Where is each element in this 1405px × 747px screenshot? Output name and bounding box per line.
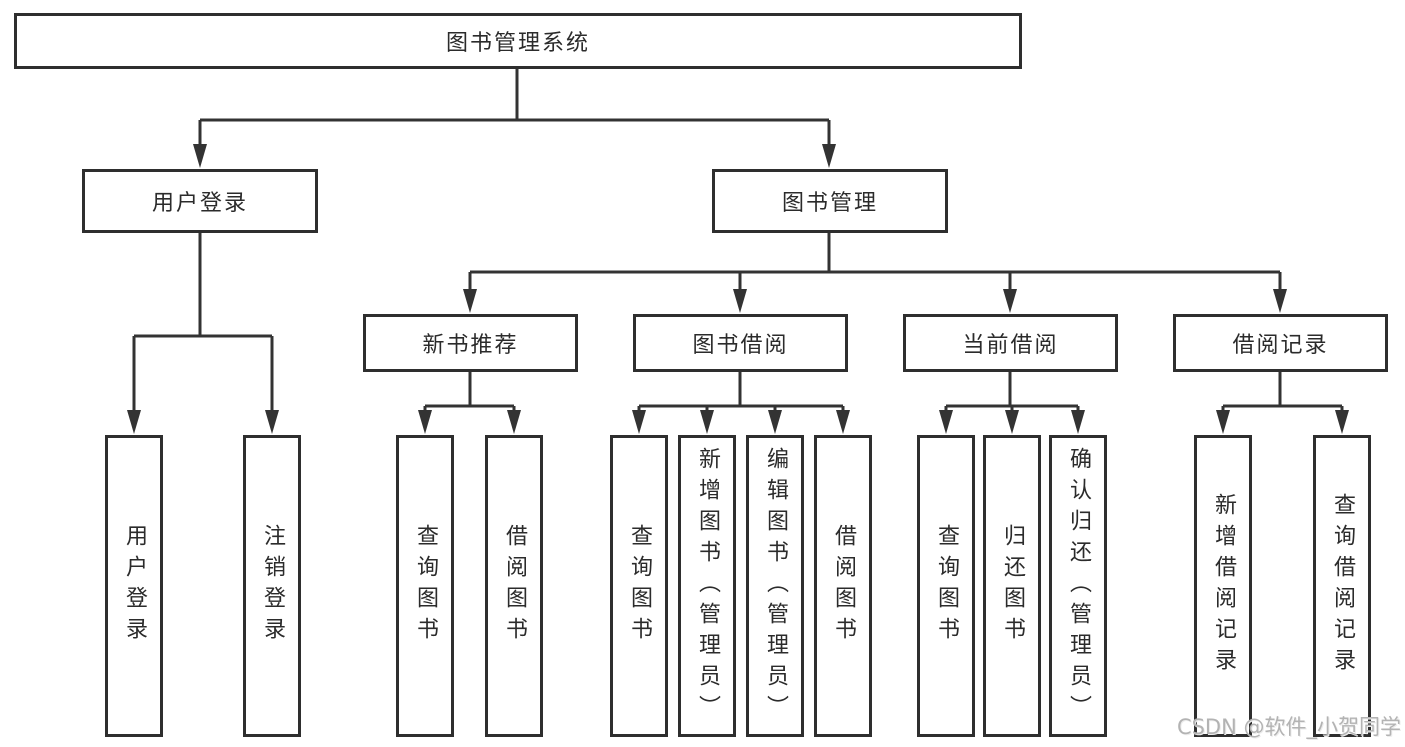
connector-root-to-level2 — [198, 69, 831, 150]
node-label: 图书管理 — [781, 191, 878, 216]
node-label: 借阅图书 — [831, 524, 856, 648]
leaf-current-query-books: 查询图书 — [917, 435, 975, 737]
arrowhead-icon — [1003, 289, 1017, 313]
leaf-newbooks-query-books: 查询图书 — [396, 435, 454, 737]
arrowhead-icon — [632, 410, 646, 434]
node-label: 当前借阅 — [962, 333, 1059, 358]
arrowhead-icon — [733, 289, 747, 313]
arrowhead-icon — [1273, 289, 1287, 313]
node-book-mgmt: 图书管理 — [712, 169, 948, 233]
connector-borrowrecords-to-leaves — [1221, 372, 1344, 418]
connector-userlogin-to-leaves — [132, 233, 274, 418]
leaf-current-return-books: 归还图书 — [983, 435, 1041, 737]
node-label: 查询图书 — [627, 524, 652, 648]
node-label: 新增借阅记录 — [1211, 493, 1236, 679]
connector-bookborrow-to-leaves — [637, 372, 845, 418]
connector-bookmgmt-to-level3 — [468, 233, 1282, 295]
node-label: 借阅记录 — [1232, 333, 1329, 358]
node-label: 用户登录 — [151, 191, 248, 216]
arrowhead-icon — [193, 144, 207, 168]
arrowhead-icon — [768, 410, 782, 434]
node-book-borrow: 图书借阅 — [633, 314, 848, 372]
node-label: 借阅图书 — [502, 524, 527, 648]
leaf-borrow-add-books-admin: 新增图书（管理员） — [678, 435, 736, 737]
leaf-records-add-record: 新增借阅记录 — [1194, 435, 1252, 737]
node-new-books: 新书推荐 — [363, 314, 578, 372]
leaf-current-confirm-return-admin: 确认归还（管理员） — [1049, 435, 1107, 737]
arrowhead-icon — [463, 289, 477, 313]
leaf-newbooks-borrow-books: 借阅图书 — [485, 435, 543, 737]
arrowhead-icon — [265, 410, 279, 434]
node-root: 图书管理系统 — [14, 13, 1022, 69]
node-label: 注销登录 — [260, 524, 285, 648]
arrowhead-icons — [127, 144, 1349, 434]
leaf-borrow-query-books: 查询图书 — [610, 435, 668, 737]
node-borrow-records: 借阅记录 — [1173, 314, 1388, 372]
node-label: 确认归还（管理员） — [1066, 446, 1091, 726]
node-label: 编辑图书（管理员） — [763, 446, 788, 726]
leaf-borrow-borrow-books: 借阅图书 — [814, 435, 872, 737]
node-label: 查询图书 — [413, 524, 438, 648]
arrowhead-icon — [1216, 410, 1230, 434]
connector-newbooks-to-leaves — [423, 372, 516, 418]
csdn-watermark: CSDN @软件_小贺同学 — [1176, 715, 1401, 739]
node-label: 用户登录 — [122, 524, 147, 648]
arrowhead-icon — [939, 410, 953, 434]
node-label: 图书管理系统 — [445, 31, 590, 56]
arrowhead-icon — [1005, 410, 1019, 434]
arrowhead-icon — [822, 144, 836, 168]
node-label: 新书推荐 — [422, 333, 519, 358]
arrowhead-icon — [1335, 410, 1349, 434]
arrowhead-icon — [127, 410, 141, 434]
arrowhead-icon — [836, 410, 850, 434]
node-label: 图书借阅 — [692, 333, 789, 358]
arrowhead-icon — [1071, 410, 1085, 434]
node-label: 归还图书 — [1000, 524, 1025, 648]
node-current-borrow: 当前借阅 — [903, 314, 1118, 372]
node-label: 查询图书 — [934, 524, 959, 648]
node-label: 新增图书（管理员） — [695, 446, 720, 726]
arrowhead-icon — [418, 410, 432, 434]
node-label: 查询借阅记录 — [1330, 493, 1355, 679]
node-user-login: 用户登录 — [82, 169, 318, 233]
leaf-borrow-edit-books-admin: 编辑图书（管理员） — [746, 435, 804, 737]
leaf-logout: 注销登录 — [243, 435, 301, 737]
arrowhead-icon — [700, 410, 714, 434]
leaf-records-query-record: 查询借阅记录 — [1313, 435, 1371, 737]
leaf-user-login-query: 用户登录 — [105, 435, 163, 737]
arrowhead-icon — [507, 410, 521, 434]
